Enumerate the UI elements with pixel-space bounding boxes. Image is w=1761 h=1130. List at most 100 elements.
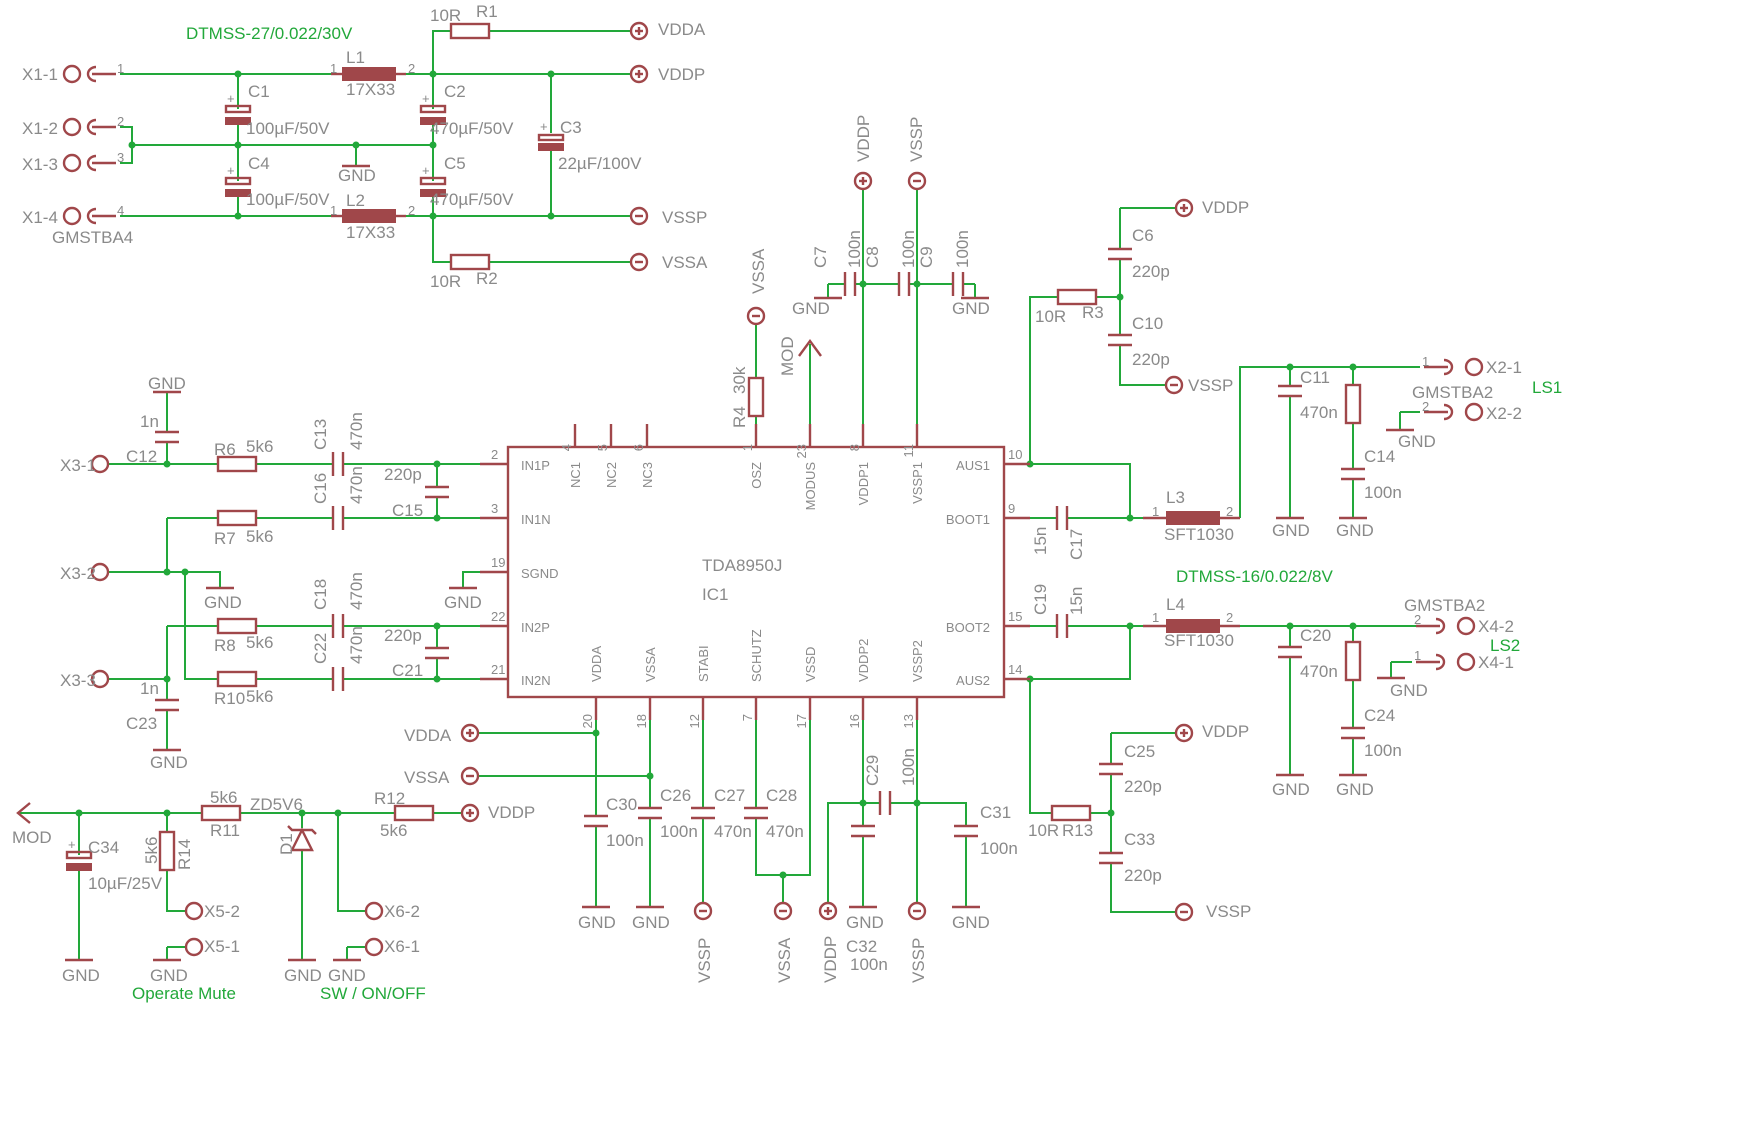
ic-pin-number: 7 (740, 714, 755, 721)
terminal-icon (1456, 616, 1476, 636)
schematic-label: R1 (476, 2, 498, 21)
schematic-label: 1 (1152, 610, 1159, 625)
wire (184, 572, 218, 680)
schematic-label: C26 (660, 786, 691, 805)
schematic-label: L3 (1166, 488, 1185, 507)
junction (1107, 809, 1115, 817)
schematic-label: X4-1 (1478, 653, 1514, 672)
schematic-label: 2 (408, 203, 415, 218)
schematic-label: C18 (311, 579, 330, 610)
ic-pin-label: VSSP1 (910, 462, 925, 504)
wire (1029, 296, 1058, 464)
schematic-label: VDDP (658, 65, 705, 84)
ic-pin-number: 11 (901, 444, 916, 458)
schematic-label: DTMSS-27/0.022/30V (186, 24, 353, 43)
schematic-label: 15n (1067, 587, 1086, 615)
ic-pin-number: 6 (631, 444, 646, 451)
junction (1286, 363, 1294, 371)
schematic-label: 17X33 (346, 223, 395, 242)
ic-pin-number: 4 (559, 444, 574, 451)
schematic-label: Operate Mute (132, 984, 236, 1003)
connector-cup (86, 65, 97, 83)
schematic-label: C1 (248, 82, 270, 101)
schematic-label: 1 (330, 61, 337, 76)
wire (1110, 863, 1175, 913)
schematic-label: 100n (1364, 741, 1402, 760)
schematic-label: GND (328, 966, 366, 985)
schematic-label: 5k6 (246, 527, 273, 546)
schematic-label: VSSA (749, 248, 768, 294)
schematic-label: R8 (214, 636, 236, 655)
polarity-mark: + (68, 837, 76, 852)
schematic-label: C20 (1300, 626, 1331, 645)
schematic-label: R13 (1062, 821, 1093, 840)
junction (913, 799, 921, 807)
ic-pin-label: STABI (696, 645, 711, 682)
schematic-label: GND (952, 299, 990, 318)
schematic-label: C14 (1364, 447, 1395, 466)
schematic-label: 470n (347, 626, 366, 664)
schematic-label: VSSA (662, 253, 708, 272)
ic-pin-number: 15 (1008, 609, 1022, 624)
schematic-label: 470n (766, 822, 804, 841)
schematic-label: GND (1272, 521, 1310, 540)
resistor (1344, 640, 1362, 682)
zener-bar (287, 825, 317, 835)
wire (890, 802, 967, 826)
ic-pin-number: 8 (847, 444, 862, 451)
schematic-label: GND (1272, 780, 1310, 799)
junction (859, 280, 867, 288)
schematic-label: VSSP (662, 208, 707, 227)
ic-pin-number: 12 (687, 714, 702, 728)
resistor (1050, 804, 1092, 822)
schematic-label: SFT1030 (1164, 525, 1234, 544)
wire (432, 216, 450, 263)
supply-minus-icon (907, 171, 927, 191)
polarity-mark: + (422, 163, 430, 178)
junction (1126, 514, 1134, 522)
junction (547, 70, 555, 78)
schematic-label: 470n (347, 572, 366, 610)
ic-pin-number: 3 (491, 501, 498, 516)
wire (1030, 626, 1131, 680)
schematic-label: 1 (117, 61, 124, 76)
schematic-label: C30 (606, 795, 637, 814)
schematic-label: X3-3 (60, 671, 96, 690)
schematic-label: VSSP (1188, 376, 1233, 395)
schematic-label: D1 (277, 833, 296, 855)
schematic-label: C29 (863, 755, 882, 786)
junction (433, 460, 441, 468)
schematic-label: 470n (1300, 662, 1338, 681)
schematic-label: GND (1390, 681, 1428, 700)
schematic-label: GND (1398, 432, 1436, 451)
schematic-label: C23 (126, 714, 157, 733)
schematic-label: X6-2 (384, 902, 420, 921)
junction (429, 70, 437, 78)
supply-plus-icon (853, 171, 873, 191)
schematic-label: 5k6 (246, 687, 273, 706)
schematic-label: L2 (346, 191, 365, 210)
junction (547, 212, 555, 220)
schematic-label: MOD (12, 828, 52, 847)
polarity-mark: + (227, 91, 235, 106)
wire (1119, 345, 1165, 386)
schematic-label: 3 (117, 150, 124, 165)
schematic-label: 2 (1414, 612, 1421, 627)
schematic-label: VDDP (821, 936, 840, 983)
terminal-icon (1456, 652, 1476, 672)
schematic-label: GND (148, 374, 186, 393)
schematic-label: C5 (444, 154, 466, 173)
ic-pin-label: VSSD (803, 647, 818, 682)
electrolytic-plate (224, 176, 252, 186)
terminal-icon (90, 669, 110, 689)
schematic-label: X2-1 (1486, 358, 1522, 377)
connector-cup (86, 207, 97, 225)
schematic-label: 220p (1124, 866, 1162, 885)
polarity-mark: + (227, 163, 235, 178)
schematic-label: 470n (347, 412, 366, 450)
schematic-label: VSSP (909, 938, 928, 983)
schematic-label: 220p (1124, 777, 1162, 796)
schematic-label: 5k6 (210, 788, 237, 807)
schematic-label: 470n (347, 466, 366, 504)
electrolytic-plate (225, 189, 251, 197)
